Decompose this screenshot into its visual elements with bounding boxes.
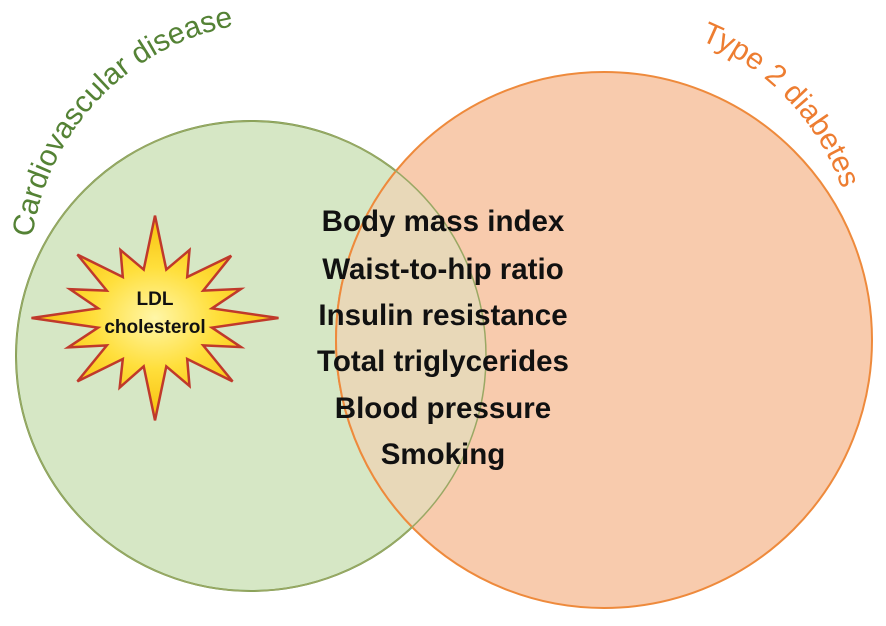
shared-factor-item: Waist-to-hip ratio	[322, 253, 563, 286]
cardiovascular-disease-outline	[15, 120, 487, 592]
starburst-shape	[31, 215, 279, 421]
ldl-cholesterol-starburst: LDL cholesterol	[31, 215, 279, 421]
shared-factor-item: Body mass index	[322, 205, 565, 238]
shared-factor-item: Insulin resistance	[318, 299, 567, 332]
shared-factor-item: Blood pressure	[335, 392, 551, 425]
starburst-label-line2: cholesterol	[104, 317, 205, 338]
shared-factor-item: Smoking	[381, 438, 506, 471]
shared-factor-item: Total triglycerides	[317, 345, 569, 378]
starburst-label-line1: LDL	[137, 289, 174, 310]
shared-factors-list: Body mass index Waist-to-hip ratio Insul…	[317, 205, 569, 471]
